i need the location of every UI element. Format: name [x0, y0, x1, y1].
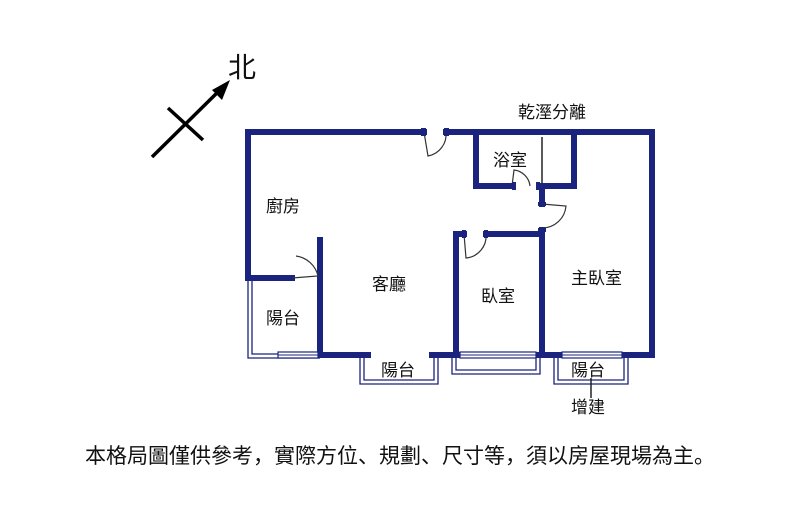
label-bedroom: 臥室 — [481, 287, 515, 307]
label-balcony-center: 陽台 — [381, 361, 415, 381]
compass-arrow-line — [150, 84, 226, 159]
door-frames — [421, 128, 546, 238]
door-bedroom-icon — [463, 233, 487, 259]
door-master-icon — [541, 203, 567, 229]
label-living-room: 客廳 — [372, 275, 406, 295]
compass-cross-line — [166, 106, 205, 142]
label-wet-dry: 乾溼分離 — [518, 103, 586, 123]
label-master-bedroom: 主臥室 — [571, 269, 622, 289]
label-bathroom: 浴室 — [493, 151, 527, 171]
compass-north-label: 北 — [228, 51, 256, 84]
disclaimer-text: 本格局圖僅供參考，實際方位、規劃、尺寸等，須以房屋現場為主。 — [85, 444, 715, 468]
label-balcony-right: 陽台 — [571, 361, 605, 381]
label-kitchen: 廚房 — [266, 196, 300, 217]
windows — [277, 351, 623, 359]
balcony-center-outer — [359, 356, 439, 385]
label-balcony-left: 陽台 — [266, 309, 300, 329]
compass: 北 — [150, 51, 256, 159]
door-entry-icon — [423, 131, 447, 157]
walls — [245, 129, 655, 358]
balcony-center-inner — [363, 358, 435, 381]
bay-bedroom-inner — [455, 358, 537, 371]
bay-bedroom-outer — [451, 356, 541, 375]
door-bath-icon — [511, 169, 531, 187]
label-addition: 增建 — [571, 398, 605, 418]
compass-arrow-head-icon — [212, 80, 230, 100]
balcony-left-inner — [251, 280, 278, 355]
door-balcony-icon — [291, 255, 319, 279]
